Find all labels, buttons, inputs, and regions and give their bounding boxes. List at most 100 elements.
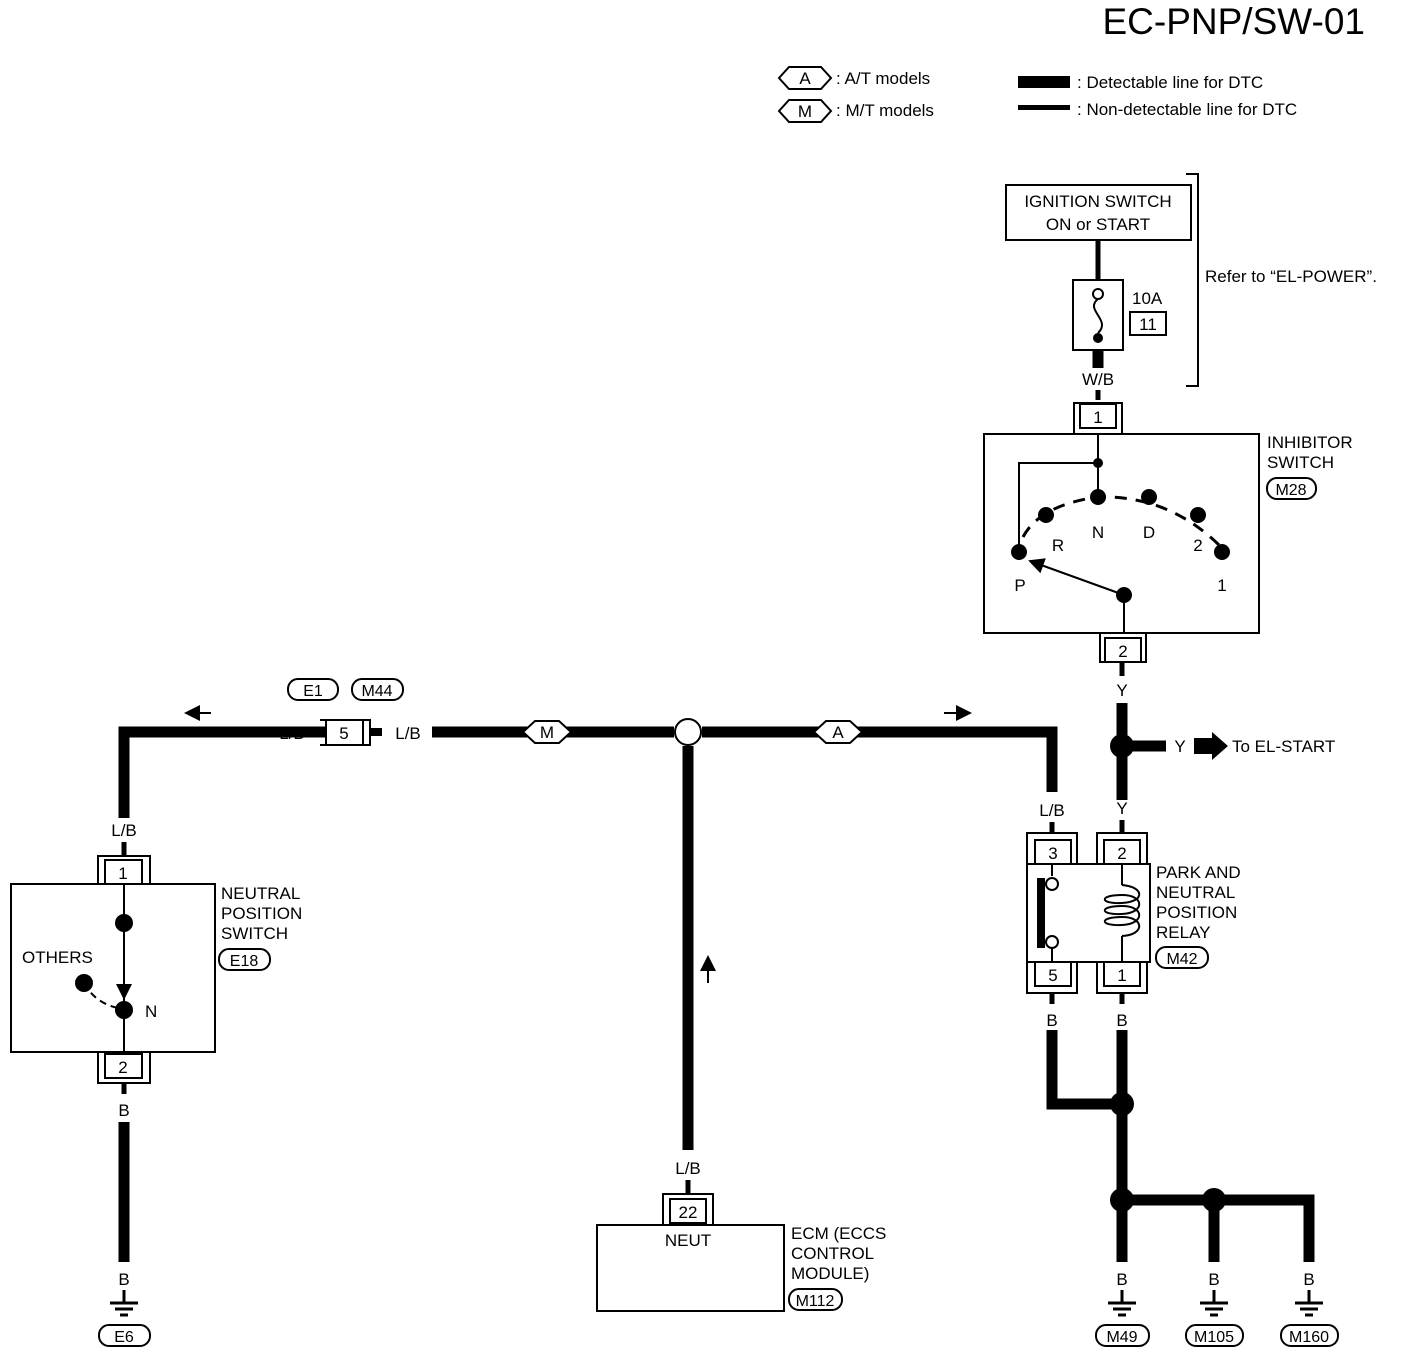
joint-wire-right: L/B: [395, 724, 421, 743]
power-reference-note: Refer to “EL-POWER”.: [1205, 267, 1377, 286]
lb-wire-left: [118, 726, 325, 818]
lb-wire-at: [702, 726, 1058, 792]
ecm-name-1: ECM (ECCS: [791, 1224, 886, 1243]
position-p: P: [1014, 576, 1025, 595]
joint-pin: 5: [339, 724, 348, 743]
inhibitor-switch: 1 P R N D 2 1 2 INHIBITOR SWITCH M28: [983, 402, 1353, 663]
ground-m105: [1185, 1324, 1244, 1347]
mt-legend-text: : M/T models: [836, 101, 934, 120]
position-d: D: [1143, 523, 1155, 542]
svg-text:M: M: [798, 102, 812, 121]
nps-name-2: POSITION: [221, 904, 302, 923]
ground-m49-icon: [1108, 1290, 1136, 1317]
joint-id-m44: M44: [361, 683, 392, 700]
power-bracket: [1186, 173, 1199, 387]
position-2: 2: [1193, 536, 1202, 555]
others-label: OTHERS: [22, 948, 93, 967]
at-tag: [812, 720, 864, 744]
ecm-connector: M112: [796, 1293, 835, 1310]
to-el-start-arrow: [1194, 732, 1228, 760]
ecm: 22 NEUT ECM (ECCS CONTROL MODULE) M112: [596, 1193, 886, 1312]
m105-wire: B: [1208, 1270, 1219, 1289]
nps-pin-2: 2: [118, 1058, 127, 1077]
ground-m160-icon: [1295, 1290, 1323, 1317]
n-label: N: [145, 1002, 157, 1021]
ecm-name-2: CONTROL: [791, 1244, 874, 1263]
nps-connector: E18: [230, 953, 259, 970]
neutral-position-switch: 1 OTHERS N 2 NEUTRAL POSITION SWITCH E18: [10, 855, 302, 1084]
position-1: 1: [1217, 576, 1226, 595]
relay-wire-pin3: L/B: [1039, 801, 1065, 820]
pin5-ground-wire: [1046, 1030, 1122, 1110]
ground-m49: [1095, 1324, 1150, 1347]
position-r: R: [1052, 536, 1064, 555]
relay-pin-1: 1: [1117, 966, 1126, 985]
ground-splice-1: [1110, 1092, 1134, 1116]
mt-tag: [521, 720, 573, 744]
fuse-rating: 10A: [1132, 289, 1163, 308]
non-detectable-line-sample: [1018, 105, 1070, 110]
ground-e6-label: E6: [114, 1329, 134, 1346]
ground-m160: [1280, 1324, 1339, 1347]
relay-name-2: NEUTRAL: [1156, 883, 1235, 902]
wire-junction: [674, 718, 702, 746]
svg-text:IGNITION SWITCH: IGNITION SWITCH: [1024, 192, 1171, 211]
svg-text:A: A: [799, 69, 811, 88]
ground-e6-icon: [110, 1290, 138, 1317]
m160-wire: B: [1303, 1270, 1314, 1289]
relay-pin-2: 2: [1117, 844, 1126, 863]
ecm-wire: L/B: [675, 1159, 701, 1178]
ecm-terminal: NEUT: [665, 1231, 711, 1250]
ecm-name-3: MODULE): [791, 1264, 869, 1283]
park-neutral-relay: 3 2 5 1 PARK AND NEUTRAL POSITION RELAY …: [1026, 832, 1241, 994]
inhibitor-connector: M28: [1275, 482, 1306, 499]
y-wire-bottom: Y: [1116, 799, 1127, 818]
ignition-switch: IGNITION SWITCH ON or START: [1005, 184, 1192, 241]
svg-text:M: M: [540, 723, 554, 742]
ground-m160-label: M160: [1289, 1329, 1329, 1346]
to-el-start-text: To EL-START: [1232, 737, 1335, 756]
y-branch-wire: Y: [1174, 737, 1185, 756]
relay-name-1: PARK AND: [1156, 863, 1241, 882]
at-symbol: [777, 66, 833, 90]
svg-text:ON or START: ON or START: [1046, 215, 1150, 234]
nps-name-3: SWITCH: [221, 924, 288, 943]
m49-wire: B: [1116, 1270, 1127, 1289]
ground-m49-label: M49: [1106, 1329, 1137, 1346]
nps-wire-top: L/B: [111, 821, 137, 840]
nps-wire-bottom: B: [118, 1101, 129, 1120]
ground-drop-m160: [1214, 1194, 1315, 1262]
ecm-pin: 22: [679, 1203, 698, 1222]
nps-name-1: NEUTRAL: [221, 884, 300, 903]
diagram-code: EC-PNP/SW-01: [1103, 1, 1366, 42]
inhibitor-pin-1: 1: [1093, 408, 1102, 427]
joint-wire-left: L/B: [279, 724, 305, 743]
joint-connector: E1 M44 5 L/B L/B: [279, 678, 421, 746]
inhibitor-name-2: SWITCH: [1267, 453, 1334, 472]
at-legend-text: : A/T models: [836, 69, 930, 88]
legend: A : A/T models M : M/T models : Detectab…: [777, 66, 1297, 123]
inhibitor-pin-2: 2: [1118, 642, 1127, 661]
fuse: 10A 11: [1072, 262, 1167, 351]
ground-m105-label: M105: [1194, 1329, 1234, 1346]
svg-text:A: A: [832, 723, 844, 742]
relay-name-3: POSITION: [1156, 903, 1237, 922]
position-n: N: [1092, 523, 1104, 542]
y-wire-top: Y: [1116, 681, 1127, 700]
relay-wire-pin5: B: [1046, 1011, 1057, 1030]
relay-wire-pin1: B: [1116, 1011, 1127, 1030]
nps-pin-1: 1: [118, 864, 127, 883]
inhibitor-name-1: INHIBITOR: [1267, 433, 1353, 452]
relay-name-4: RELAY: [1156, 923, 1211, 942]
fuse-wire-color: W/B: [1082, 370, 1114, 389]
joint-id-e1: E1: [303, 683, 323, 700]
e6-wire: B: [118, 1270, 129, 1289]
non-detectable-legend-text: : Non-detectable line for DTC: [1077, 100, 1297, 119]
detectable-line-sample: [1018, 76, 1070, 88]
ground-m105-icon: [1200, 1290, 1228, 1317]
ground-e6: [98, 1324, 151, 1347]
relay-pin-5: 5: [1048, 966, 1057, 985]
relay-connector: M42: [1166, 951, 1197, 968]
mt-symbol: [777, 99, 833, 123]
